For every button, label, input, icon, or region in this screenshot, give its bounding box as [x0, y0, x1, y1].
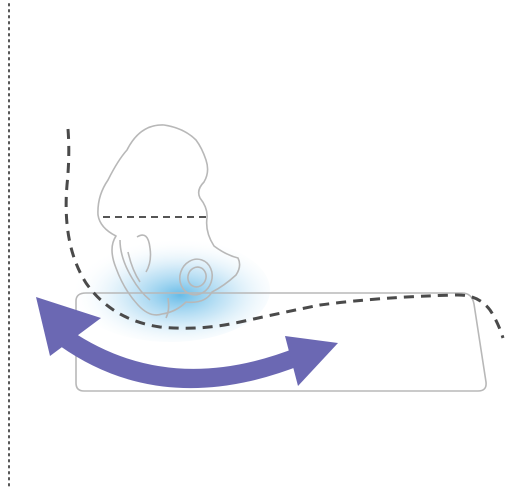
- pelvis-outline: [97, 124, 241, 319]
- glow-contact-area: [70, 238, 270, 342]
- rotation-arrow: [36, 297, 338, 389]
- cushion-outline: [75, 292, 487, 392]
- body-contour-dashed-line: [64, 128, 505, 339]
